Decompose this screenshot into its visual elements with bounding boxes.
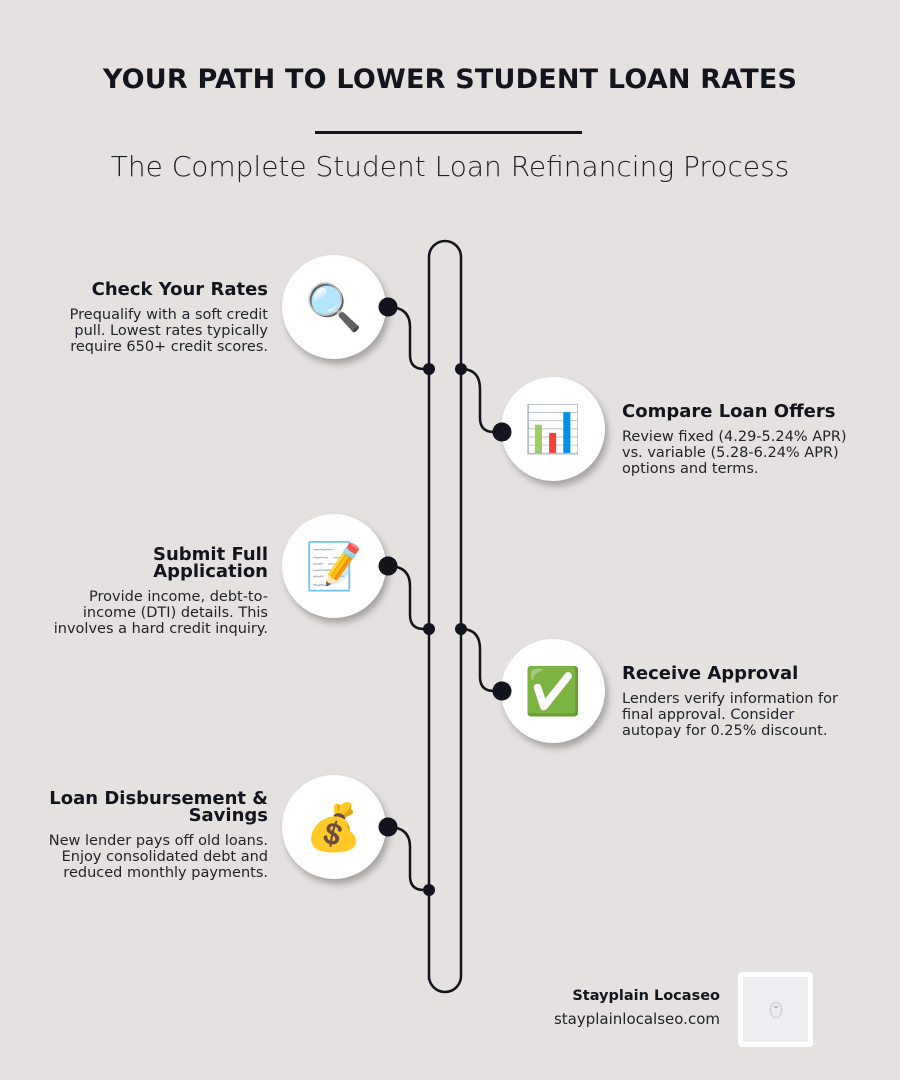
memo-pencil-icon: 📝: [305, 539, 363, 593]
check-mark-icon: ✅: [524, 664, 582, 718]
step-4-description: Lenders verify information for final app…: [622, 691, 838, 739]
brand-name: Stayplain Locaseo: [572, 988, 720, 1004]
step-1-title: Check Your Rates: [91, 279, 268, 300]
step-4: Receive Approval Lenders verify informat…: [622, 663, 847, 740]
step-1: Check Your Rates Prequalify with a soft …: [38, 279, 268, 356]
logo-icon: [769, 1001, 782, 1018]
magnifying-glass-icon: 🔍: [305, 280, 363, 334]
brand-url[interactable]: stayplainlocalseo.com: [553, 1010, 720, 1028]
step-3-title: Submit Full Application: [152, 544, 268, 582]
step-5-icon-bubble: 💰: [282, 775, 386, 879]
title-divider: [315, 131, 582, 134]
money-bag-icon: 💰: [305, 800, 363, 854]
step-3-icon-bubble: 📝: [282, 514, 386, 618]
step-2: Compare Loan Offers Review fixed (4.29-5…: [622, 401, 847, 478]
brand-block: Stayplain Locaseo stayplainlocalseo.com: [554, 988, 720, 1028]
step-2-icon-bubble: 📊: [501, 377, 605, 481]
bar-chart-icon: 📊: [524, 402, 582, 456]
step-4-icon-bubble: ✅: [501, 639, 605, 743]
step-5: Loan Disbursement & Savings New lender p…: [38, 788, 268, 882]
step-5-description: New lender pays off old loans. Enjoy con…: [48, 833, 268, 881]
page-subtitle: The Complete Student Loan Refinancing Pr…: [110, 150, 790, 183]
step-3-description: Provide income, debt-to-income (DTI) det…: [53, 589, 268, 637]
brand-logo: [738, 972, 813, 1047]
step-4-title: Receive Approval: [622, 663, 799, 684]
step-5-title: Loan Disbursement & Savings: [49, 788, 268, 826]
step-3: Submit Full Application Provide income, …: [38, 544, 268, 638]
logo-placeholder: [743, 977, 808, 1042]
step-1-icon-bubble: 🔍: [282, 255, 386, 359]
step-2-title: Compare Loan Offers: [622, 401, 836, 422]
page-title: YOUR PATH TO LOWER STUDENT LOAN RATES: [102, 64, 798, 95]
step-1-description: Prequalify with a soft credit pull. Lowe…: [69, 307, 268, 355]
step-2-description: Review fixed (4.29-5.24% APR) vs. variab…: [622, 429, 847, 477]
